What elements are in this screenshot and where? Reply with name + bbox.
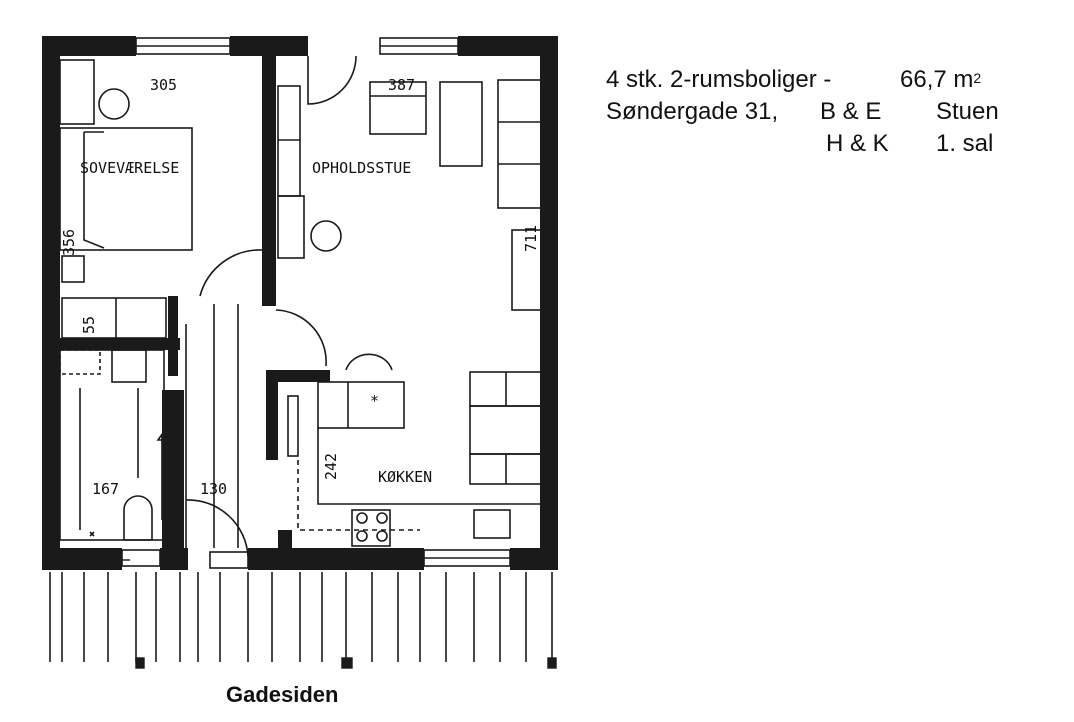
dim-bath-width: 167 [92,480,119,498]
bath-hall [59,249,327,569]
info-units-first: H & K [826,130,889,157]
street-fence [49,572,553,662]
kitchen-furniture [287,353,548,547]
living-furniture [277,55,543,311]
stove-marker: * [370,392,379,410]
street-label: Gadesiden [226,682,338,707]
room-label-bedroom: SOVEVÆRELSE [80,159,179,177]
info-area-unit-sup: 2 [973,70,982,86]
dim-living-width: 387 [388,76,415,94]
room-label-living: OPHOLDSSTUE [312,159,411,177]
dim-closet-depth: 55 [80,316,98,334]
room-label-kitchen: KØKKEN [378,468,432,486]
dim-kitchen-depth: 242 [322,453,340,480]
walls [42,36,558,570]
info-unit-count: 4 stk. 2-rumsboliger - [606,66,832,93]
windows [121,37,511,567]
info-floor-first: 1. sal [936,130,994,157]
info-address: Søndergade 31, [606,98,779,125]
info-area-value: 66,7 m [900,66,974,93]
dim-hall-width: 130 [200,480,227,498]
bedroom-furniture [59,59,193,339]
info-area: 66,7 m2 [900,64,981,96]
dimension-markers [118,559,557,669]
dim-bedroom-width: 305 [150,76,177,94]
dim-bedroom-depth: 356 [60,229,78,256]
info-floor-ground: Stuen [936,98,999,125]
dim-living-depth: 711 [522,225,540,252]
info-units-ground: B & E [820,98,882,125]
